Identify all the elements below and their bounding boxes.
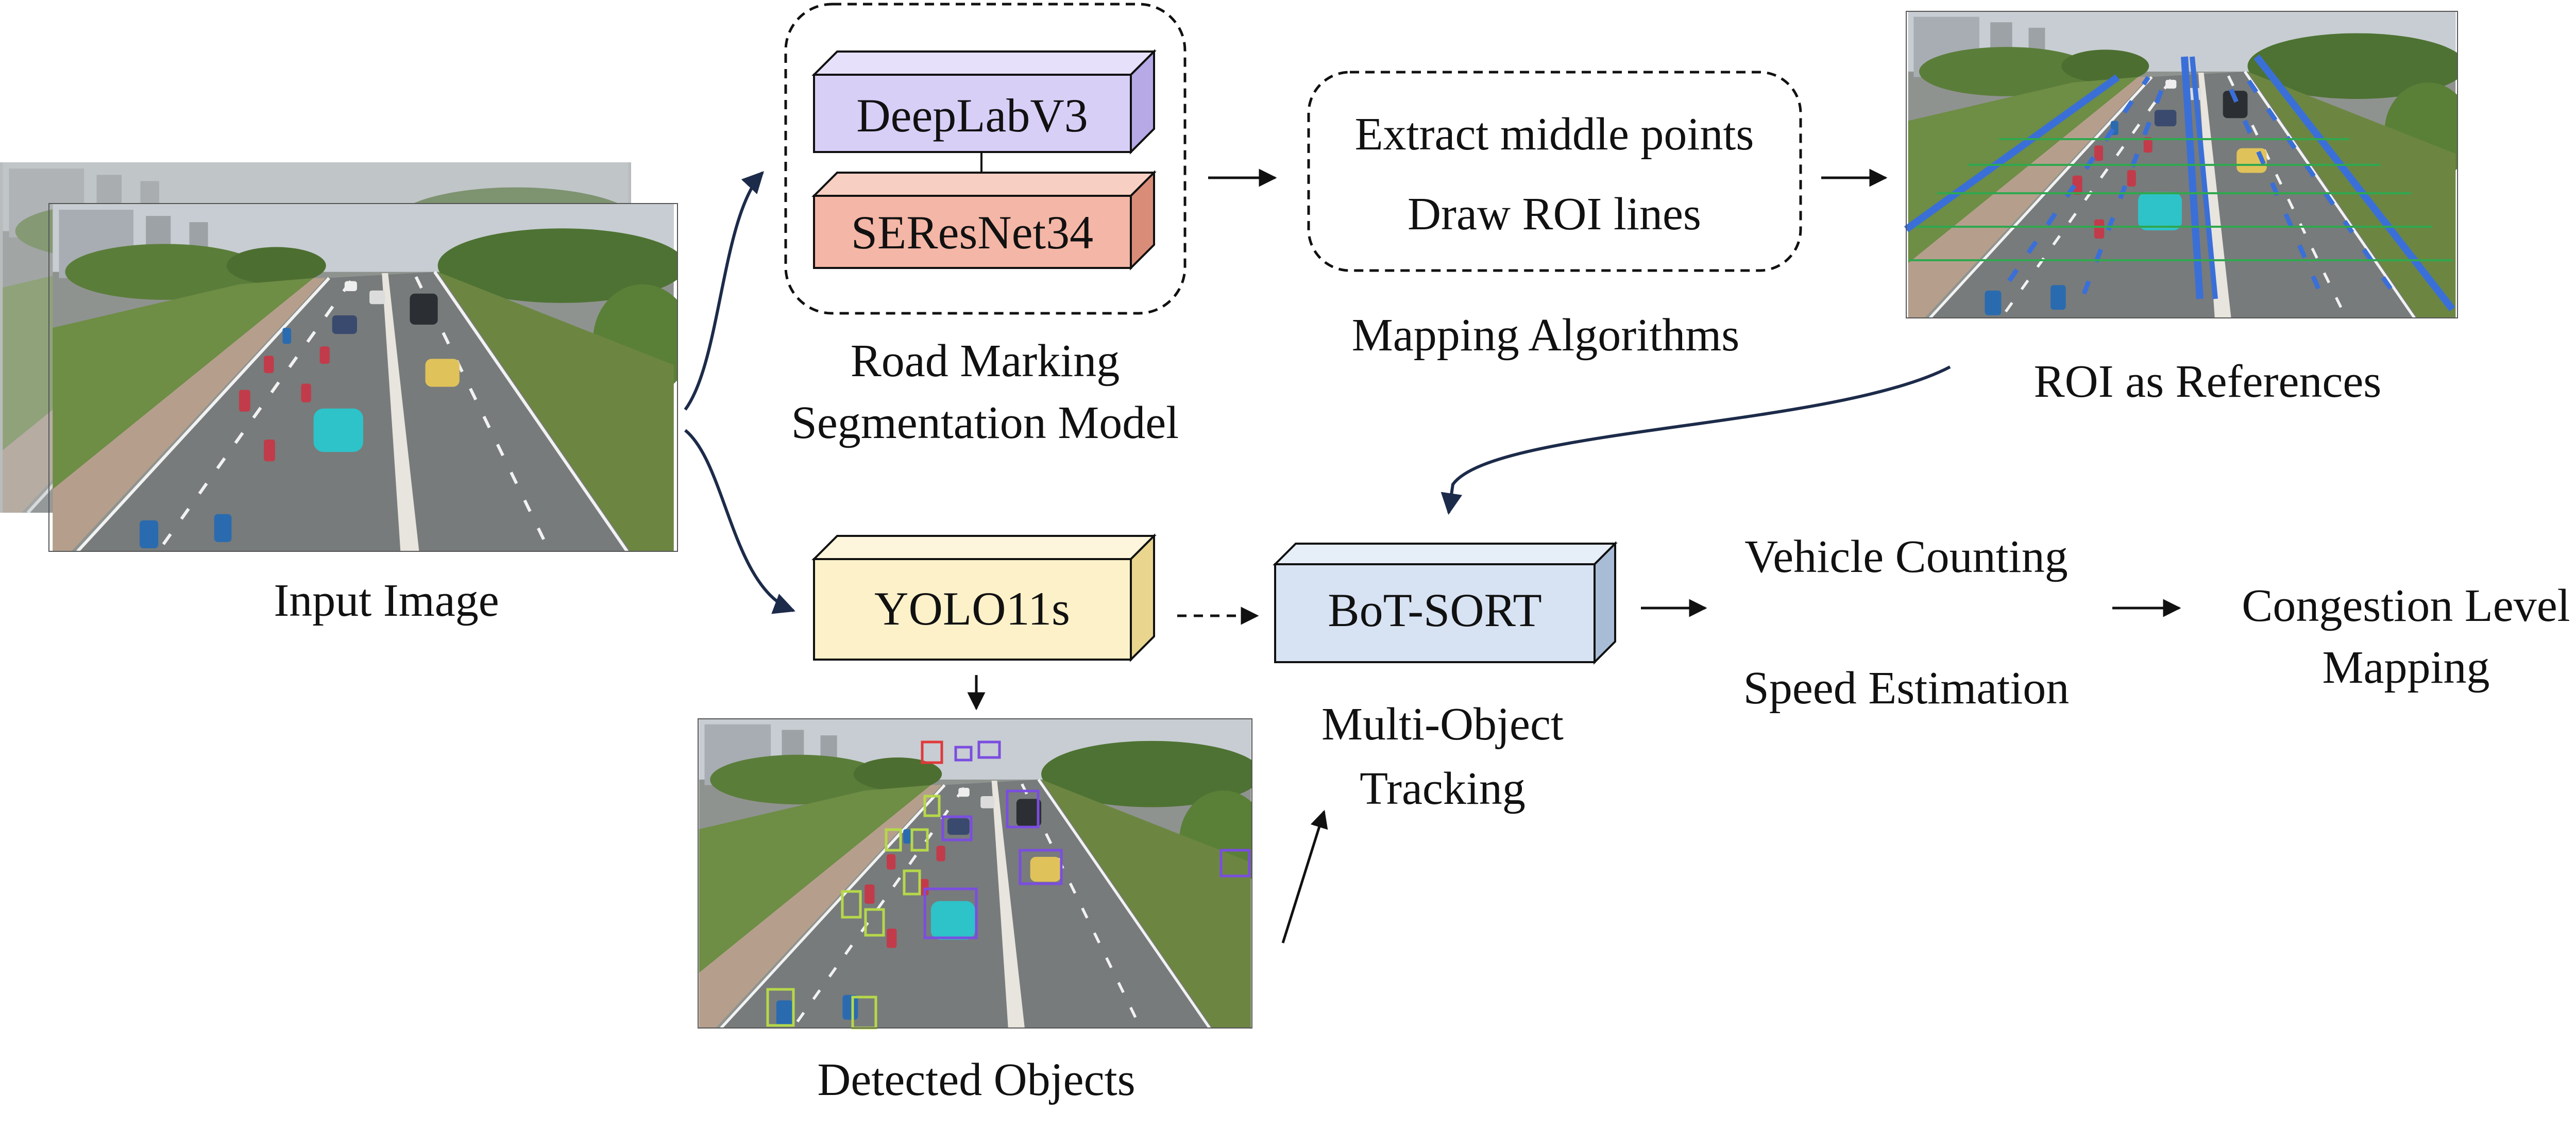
deeplabv3-top: [811, 50, 1157, 76]
deeplabv3-label: DeepLabV3: [856, 89, 1088, 142]
yolo11s-side: [1130, 533, 1155, 662]
detected-objects-caption: Detected Objects: [817, 1054, 1135, 1105]
yolo11s-front: [813, 558, 1132, 661]
roi-lane-overlay: [1904, 54, 2455, 312]
arrow-input-to-segmentation: [684, 171, 764, 411]
arrow-detections-to-tracking: [1281, 810, 1328, 943]
mapping-caption: Mapping Algorithms: [1352, 310, 1740, 361]
roi-caption: ROI as References: [2034, 356, 2382, 407]
input-image-label: Input Image: [274, 575, 499, 626]
mapping-line1: Extract middle points: [1355, 109, 1754, 160]
input-image-stack: [0, 162, 678, 552]
mapping-algorithms-container: [1307, 71, 1802, 272]
detection-boxes: [766, 740, 1251, 1030]
deeplabv3-front: [813, 74, 1132, 153]
yolo11s-label: YOLO11s: [874, 582, 1070, 635]
congestion-label-line2: Mapping: [2323, 642, 2490, 693]
yolo11s-top: [811, 535, 1157, 560]
botsort-front: [1274, 563, 1596, 663]
segmentation-caption-line2: Segmentation Model: [791, 397, 1179, 448]
segmentation-model-container: [784, 3, 1187, 315]
input-image-front: [48, 203, 678, 552]
seresnet34-label: SEResNet34: [851, 206, 1093, 259]
seresnet34-block: SEResNet34: [811, 170, 1157, 271]
seresnet34-top: [811, 172, 1157, 197]
roi-reference-lines: [1909, 138, 2452, 261]
arrow-input-to-yolo: [684, 429, 795, 614]
vehicle-counting-label: Vehicle Counting: [1744, 531, 2067, 582]
detected-objects-image: [698, 718, 1252, 1030]
deeplabv3-block: DeepLabV3: [811, 49, 1157, 155]
seresnet34-front: [813, 195, 1132, 269]
yolo11s-block: YOLO11s: [811, 533, 1157, 662]
roi-image: [1904, 11, 2458, 318]
botsort-block: BoT-SORT: [1273, 541, 1618, 665]
segmentation-caption-line1: Road Marking: [851, 335, 1120, 386]
tracking-caption-line2: Tracking: [1360, 763, 1526, 814]
mapping-line2: Draw ROI lines: [1408, 189, 1701, 240]
tracking-caption-line1: Multi-Object: [1321, 699, 1564, 750]
speed-estimation-label: Speed Estimation: [1743, 663, 2069, 714]
congestion-label-line1: Congestion Level: [2242, 580, 2570, 631]
botsort-top: [1273, 543, 1618, 565]
botsort-side: [1594, 541, 1616, 665]
botsort-label: BoT-SORT: [1328, 584, 1541, 636]
arrow-roi-to-botsort: [1440, 365, 1951, 515]
